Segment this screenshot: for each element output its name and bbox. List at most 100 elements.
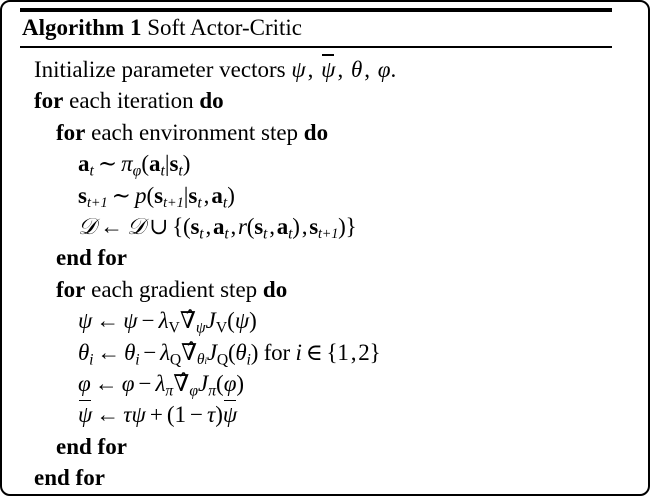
symbol-theta-i-3: θ (235, 339, 247, 365)
keyword-for-1: for (34, 88, 64, 114)
paren-open-7: ( (216, 370, 224, 396)
algorithm-block: Algorithm 1 Soft Actor-Critic Initialize… (20, 8, 612, 494)
line-update-psi: ψ←ψ−λV∇̂ψJV(ψ) (20, 305, 612, 336)
nabla-hat-2: ∇̂ (180, 339, 197, 365)
vector-s-3: s (190, 213, 200, 239)
keyword-end-for-1: end for (56, 245, 127, 271)
subscript-t: t (89, 162, 94, 180)
value-two: 2 (358, 339, 370, 365)
algorithm-top-rule (20, 8, 612, 12)
subscript-t-6: t (199, 225, 204, 243)
vector-s: s (169, 151, 179, 177)
symbol-i-index: i (295, 339, 302, 365)
mid-bar-1: | (164, 151, 170, 177)
op-minus-4: − (189, 402, 203, 428)
symbol-lambda-pi: λ (155, 370, 166, 396)
paren-close-8: ) (215, 402, 223, 428)
line-sample-action: at∼πφ(at|st) (20, 148, 612, 179)
comma-9: , (350, 339, 357, 365)
brace-open-1: { (172, 213, 184, 239)
objective-J-3: J (197, 370, 209, 396)
overline-bar (321, 54, 335, 57)
subscript-phi: φ (132, 162, 142, 180)
paren-close-7: ) (236, 370, 245, 396)
vector-s-2: s (188, 182, 198, 208)
symbol-psi-3: ψ (123, 308, 138, 334)
vector-s-next-2: s (154, 182, 164, 208)
op-gets-5: ← (96, 402, 120, 428)
symbol-phi-2: φ (78, 370, 91, 396)
symbol-theta-i-2: θ (124, 339, 136, 365)
subscript-t-7: t (224, 225, 229, 243)
vector-a-5: a (276, 213, 289, 239)
symbol-phi-3: φ (121, 370, 135, 396)
op-plus-1: + (149, 402, 163, 428)
text-for-inline: for (263, 339, 290, 365)
vector-a-3: a (211, 182, 223, 208)
keyword-do-2: do (303, 119, 329, 145)
subscript-V: V (168, 319, 180, 337)
line-initialize: Initialize parameter vectors ψ, ψ, θ, φ. (20, 54, 612, 85)
keyword-for-2: for (56, 119, 86, 145)
symbol-tau-1: τ (123, 402, 132, 428)
line-end-for-gradient: end for (20, 431, 612, 462)
subscript-t-plus-1-2: t+1 (163, 194, 184, 211)
mid-bar-2: | (183, 182, 189, 208)
op-cup: ∪ (149, 213, 169, 239)
op-minus-1: − (141, 308, 155, 334)
line-for-gradient-step: for each gradient step do (20, 274, 612, 305)
line-update-phi: φ←φ−λπ∇̂φJπ(φ) (20, 368, 612, 399)
line-for-iteration: for each iteration do (20, 85, 612, 116)
algorithm-title: Algorithm 1 Soft Actor-Critic (20, 12, 612, 46)
subscript-t-2: t (160, 162, 165, 180)
objective-J-2: J (206, 339, 217, 365)
period-1: . (390, 57, 397, 82)
vector-a-2: a (148, 151, 161, 177)
comma-5: , (205, 213, 211, 239)
vector-s-next: s (78, 182, 87, 208)
paren-close-3: ) (292, 213, 300, 239)
line-sample-next-state: st+1∼p(st+1|st,at) (20, 180, 612, 211)
value-one: 1 (337, 339, 349, 365)
text-each-environment-step: each environment step (91, 119, 299, 145)
line-for-environment-step: for each environment step do (20, 117, 612, 148)
function-r: r (238, 213, 247, 239)
vector-a: a (78, 151, 90, 177)
subscript-Q-2: Q (216, 350, 228, 368)
keyword-do-1: do (199, 88, 224, 114)
subscript-t-3: t (178, 162, 183, 180)
comma-1: , (307, 57, 314, 82)
subscript-theta-i: θi (196, 350, 207, 368)
algorithm-title-caption: Soft Actor-Critic (147, 15, 302, 40)
subscript-t-plus-1: t+1 (86, 194, 108, 211)
subscript-psi-1: ψ (195, 319, 206, 337)
paren-open-8: ( (166, 402, 175, 428)
comma-6: , (230, 213, 237, 239)
line-end-for-environment: end for (20, 242, 612, 273)
op-gets-4: ← (94, 370, 118, 396)
comma-3: , (364, 57, 370, 82)
paren-close-5: ) (249, 308, 257, 334)
symbol-psi-bar-3: ψ (223, 399, 237, 430)
subscript-t-8: t (263, 225, 268, 243)
algorithm-title-rule (20, 46, 612, 48)
paren-open-4: ( (246, 213, 255, 239)
op-gets-3: ← (97, 339, 121, 365)
value-one-2: 1 (174, 402, 186, 428)
paren-open-6: ( (227, 339, 236, 365)
comma-7: , (269, 213, 275, 239)
op-gets-1: ← (100, 213, 123, 239)
line-update-target-psi: ψ←τψ+(1−τ)ψ (20, 399, 612, 430)
op-sim-1: ∼ (97, 151, 118, 177)
symbol-dataset-2: 𝒟 (126, 213, 146, 239)
symbol-lambda-q: λ (160, 339, 170, 365)
symbol-phi-4: φ (223, 370, 237, 396)
keyword-end-for-3: end for (34, 465, 105, 491)
op-in: ∈ (305, 339, 323, 365)
op-minus-3: − (138, 370, 152, 396)
paren-close-1: ) (182, 151, 191, 177)
paren-close-2: ) (227, 182, 235, 208)
symbol-psi-bar-2: ψ (78, 399, 92, 430)
comma-4: , (203, 182, 210, 208)
algorithm-body: Initialize parameter vectors ψ, ψ, θ, φ.… (20, 48, 612, 494)
